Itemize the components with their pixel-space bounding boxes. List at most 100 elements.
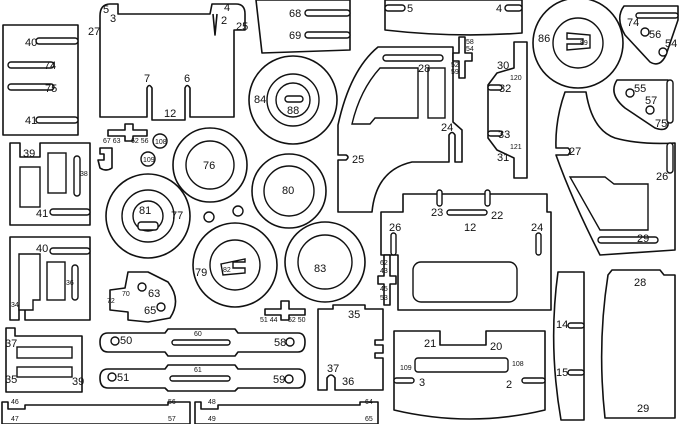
label: 79 <box>195 267 207 279</box>
label: 12 <box>464 222 476 234</box>
label: 64 <box>365 399 373 406</box>
label: 88 <box>287 105 299 117</box>
label: 108 <box>512 361 524 368</box>
label: 60 <box>194 331 202 338</box>
part-left-39 <box>9 142 91 226</box>
label: 34 <box>11 302 19 309</box>
label: 5 <box>407 3 413 15</box>
label: 46 <box>11 399 19 406</box>
part-panel-28-29 <box>600 269 676 419</box>
label: 59 <box>451 69 459 76</box>
label: 41 <box>25 115 37 127</box>
label: 58 <box>466 39 474 46</box>
label: 52 50 <box>288 317 306 324</box>
label: 2 <box>506 379 512 391</box>
label: 108 <box>155 139 167 146</box>
label: 6 <box>184 73 190 85</box>
label: 61 <box>194 367 202 374</box>
label: 40 <box>36 243 48 255</box>
label: 81 <box>139 205 151 217</box>
label: 51 <box>117 372 129 384</box>
label: 36 <box>66 280 74 287</box>
part-door <box>337 46 463 213</box>
label: 47 <box>11 416 19 423</box>
label: 109 <box>143 157 155 164</box>
label: 25 <box>352 154 364 166</box>
label: 39 <box>23 148 35 160</box>
label: 121 <box>510 144 522 151</box>
label: 2 <box>221 15 227 27</box>
label: 68 <box>289 8 301 20</box>
part-tiny-cross-62 <box>377 254 397 306</box>
label: 62 <box>380 260 388 267</box>
label: 45 <box>380 286 388 293</box>
part-top-68-69 <box>255 0 351 54</box>
label: 56 <box>168 399 176 406</box>
label: 77 <box>171 210 183 222</box>
label: 28 <box>634 277 646 289</box>
label: 109 <box>400 365 412 372</box>
label: 21 <box>424 338 436 350</box>
wheels <box>105 0 624 308</box>
label: 57 <box>168 416 176 423</box>
label: 32 <box>499 83 511 95</box>
part-bracket-63 <box>109 271 177 323</box>
label: 84 <box>254 94 266 106</box>
label: 74 <box>627 17 639 29</box>
label: 4 <box>496 3 502 15</box>
label: 22 <box>491 210 503 222</box>
label: 65 <box>144 305 156 317</box>
label: 86 <box>538 33 550 45</box>
part-side-30-31 <box>487 41 528 179</box>
label: 30 <box>497 60 509 72</box>
label: 76 <box>203 160 215 172</box>
label: 37 <box>5 338 17 350</box>
label: 3 <box>110 13 116 25</box>
label: 28 <box>418 63 430 75</box>
label: 15 <box>556 367 568 379</box>
part-tiny-cross-51 <box>264 300 306 321</box>
label: 48 <box>208 399 216 406</box>
label: 56 <box>649 29 661 41</box>
label: 26 <box>656 171 668 183</box>
label: 72 <box>107 298 115 305</box>
label: 35 <box>5 374 17 386</box>
part-panel-14-15 <box>552 271 585 421</box>
label: 75 <box>655 118 667 130</box>
label: 37 <box>327 363 339 375</box>
part-left-40-41 <box>2 24 79 136</box>
label: 27 <box>569 146 581 158</box>
label: 23 <box>431 207 443 219</box>
part-triangle-74 <box>618 5 679 65</box>
label: 14 <box>556 319 568 331</box>
label: 55 <box>634 83 646 95</box>
label: 58 <box>274 337 286 349</box>
part-triangle-55 <box>613 79 674 131</box>
label: 26 <box>389 222 401 234</box>
part-bar-61 <box>99 364 306 392</box>
label: 38 <box>80 171 88 178</box>
label: 40 <box>25 37 37 49</box>
label: 43 <box>380 268 388 275</box>
label: 25 <box>236 21 248 33</box>
label: 62 56 <box>131 138 149 145</box>
part-block-35 <box>317 304 384 391</box>
label: 54 <box>466 46 474 53</box>
label: 49 <box>208 416 216 423</box>
label: 59 <box>273 374 285 386</box>
label: 33 <box>498 129 510 141</box>
part-rail-48-65 <box>194 401 379 424</box>
label: 41 <box>36 208 48 220</box>
part-left-40-36 <box>9 236 91 321</box>
label: 70 <box>122 291 130 298</box>
label: 5 <box>103 4 109 16</box>
part-bar-60 <box>99 328 306 357</box>
label: 3 <box>419 377 425 389</box>
label: 27 <box>88 26 100 38</box>
part-plate-21-20 <box>393 330 546 420</box>
label: 65 <box>365 416 373 423</box>
label: 57 <box>645 95 657 107</box>
label: 80 <box>282 185 294 197</box>
label: 31 <box>497 152 509 164</box>
